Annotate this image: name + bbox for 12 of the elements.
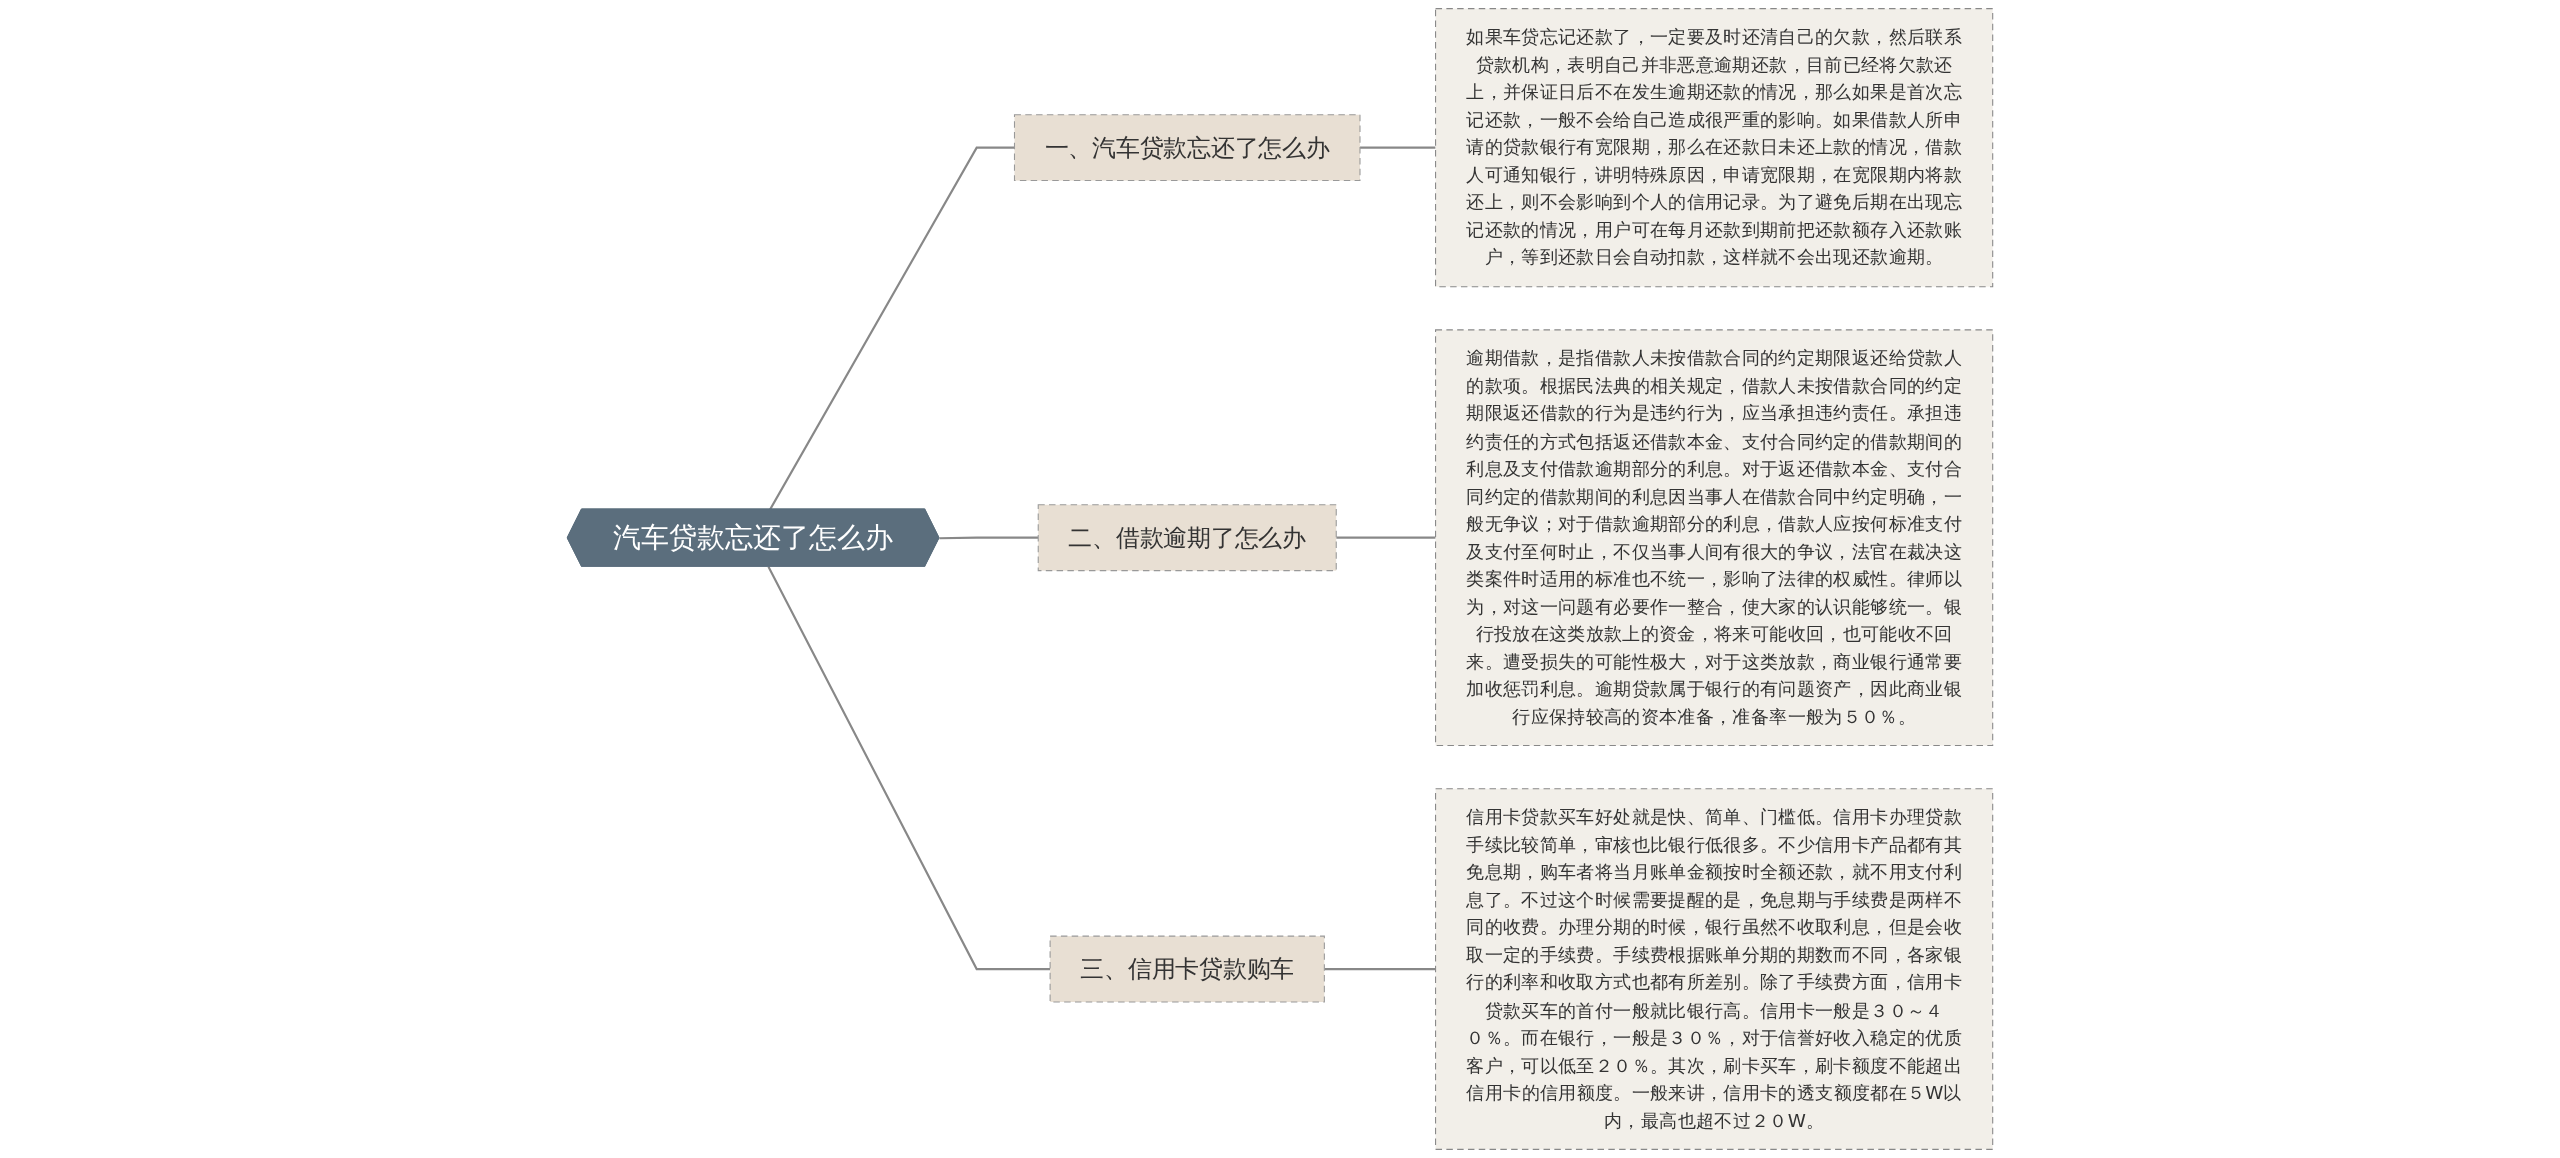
connector (939, 536, 1039, 540)
node-box: 二、借款逾期了怎么办 (1037, 504, 1337, 572)
connector (1360, 146, 1436, 149)
node-box: 三、信用卡贷款购车 (1049, 935, 1325, 1003)
node-box: 一、汽车贷款忘还了怎么办 (1013, 114, 1361, 182)
connector (1336, 536, 1436, 539)
connector (769, 146, 1015, 511)
connector (1324, 967, 1436, 971)
node-box: 信用卡贷款买车好处就是快、简单、门槛低。信用卡办理贷款手续比较简单，审核也比银行低很多。不少信用卡产品都有其免息期，购车者将当月账单金额按时全额还款，就不用支付利息了。不过这个时候需要提醒的是，免息期与手续费是两样不同的收费。办理分期的时候，银行虽然不收取利息，但是会收取一定的手续费。手续费根据账单分期的期数而不同，各家银行的利率和收取方式也都有所差别。除了手续费方面，信用卡贷款买车的首付一般就比银行高。信用卡一般是３０～４０％。而在银行，一般是３０％，对于信誉好收入稳定的优质客户，可以低至２０％。其次，刷卡买车，刷卡额度不能超出信用卡的信用额度。一般来讲，信用卡的透支额度都在５W以内，最高也超不过２０W。 (1435, 788, 1994, 1150)
node-box: 逾期借款，是指借款人未按借款合同的约定期限返还给贷款人的款项。根据民法典的相关规定，借款人未按借款合同的约定期限返还借款的行为是违约行为，应当承担违约责任。承担违约责任的方式包括返还借款本金、支付合同约定的借款期间的利息及支付借款逾期部分的利息。对于返还借款本金、支付合同约定的借款期间的利息因当事人在借款合同中约定明确，一般无争议；对于借款逾期部分的利息，借款人应按何标准支付及支付至何时止，不仅当事人间有很大的争议，法官在裁决这类案件时适用的标准也不统一，影响了法律的权威性。律师以为，对这一问题有必要作一整合，使大家的认识能够统一。银行投放在这类放款上的资金，将来可能收回，也可能收不回来。遭受损失的可能性极大，对于这类放款，商业银行通常要加收惩罚利息。逾期贷款属于银行的有问题资产，因此商业银行应保持较高的资本准备，准备率一般为５０％。 (1435, 329, 1994, 747)
connector (767, 566, 1051, 971)
node-box: 如果车贷忘记还款了，一定要及时还清自己的欠款，然后联系贷款机构，表明自己并非恶意逾期还款，目前已经将欠款还上，并保证日后不在发生逾期还款的情况，那么如果是首次忘记还款，一般不会给自己造成很严重的影响。如果借款人所申请的贷款银行有宽限期，那么在还款日未还上款的情况，借款人可通知银行，讲明特殊原因，申请宽限期，在宽限期内将款还上，则不会影响到个人的信用记录。为了避免后期在出现忘记还款的情况，用户可在每月还款到期前把还款额存入还款账户，等到还款日会自动扣款，这样就不会出现还款逾期。 (1435, 8, 1994, 288)
